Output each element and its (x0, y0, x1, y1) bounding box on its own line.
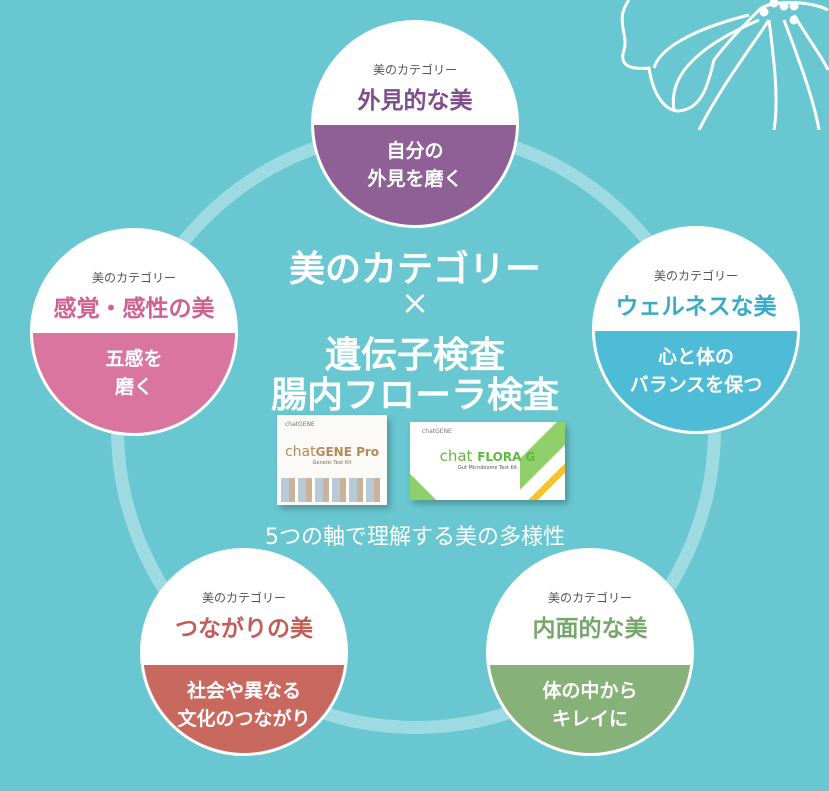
product-name-bold: GENE Pro (315, 445, 380, 459)
category-title: ウェルネスな美 (615, 293, 777, 320)
category-title: 感覚・感性の美 (53, 295, 215, 322)
category-title: つながりの美 (175, 615, 313, 642)
category-label: 美のカテゴリー (91, 271, 176, 285)
category-desc: 五感を (105, 348, 163, 370)
category-desc: 心と体の (657, 346, 734, 368)
product-desc: Gut Microbiome Test Kit (457, 465, 518, 471)
category-desc: 外見を磨く (367, 168, 463, 190)
category-inner: 美のカテゴリー内面的な美 体の中からキレイに (486, 548, 694, 756)
category-desc: 社会や異なる (186, 680, 301, 702)
chatgene-pro-product: chatGENE chatGENE Pro Genetic Test Kit (277, 415, 387, 505)
category-title: 内面的な美 (532, 615, 648, 642)
category-label: 美のカテゴリー (372, 63, 457, 77)
chatflora-g-product: chatGENE chat FLORA G Gut Microbiome Tes… (410, 422, 565, 500)
category-connection: 美のカテゴリーつながりの美 社会や異なる文化のつながり (140, 548, 348, 756)
product-brand: chatGENE (285, 421, 315, 428)
product-desc: Genetic Test Kit (312, 460, 352, 466)
product-brand: chatGENE (422, 428, 452, 435)
pattern-decoration (281, 478, 383, 502)
category-wellness: 美のカテゴリーウェルネスな美 心と体のバランスを保つ (592, 226, 800, 434)
center-heading-3: 腸内フローラ検査 (270, 374, 559, 416)
category-label: 美のカテゴリー (653, 269, 738, 283)
product-name: chat (284, 444, 316, 460)
flower-illustration-icon (620, 0, 829, 130)
category-sensory: 美のカテゴリー感覚・感性の美 五感を磨く (30, 228, 238, 436)
category-desc: バランスを保つ (629, 374, 763, 396)
times-sign: × (400, 283, 430, 323)
category-desc: 文化のつながり (177, 708, 311, 730)
category-desc: 自分の (386, 140, 444, 162)
subtitle: 5つの軸で理解する美の多様性 (265, 525, 565, 550)
product-name: chat (439, 447, 473, 465)
category-label: 美のカテゴリー (201, 591, 286, 605)
center-heading-1: 美のカテゴリー (288, 248, 541, 290)
product-name-bold: FLORA G (477, 450, 536, 464)
category-desc: 磨く (114, 376, 153, 398)
category-label: 美のカテゴリー (547, 591, 632, 605)
category-desc: キレイに (551, 708, 628, 730)
category-title: 外見的な美 (357, 87, 473, 114)
category-appearance: 美のカテゴリー外見的な美 自分の外見を磨く (311, 20, 519, 228)
category-desc: 体の中から (542, 680, 638, 702)
center-heading-2: 遺伝子検査 (324, 334, 505, 376)
